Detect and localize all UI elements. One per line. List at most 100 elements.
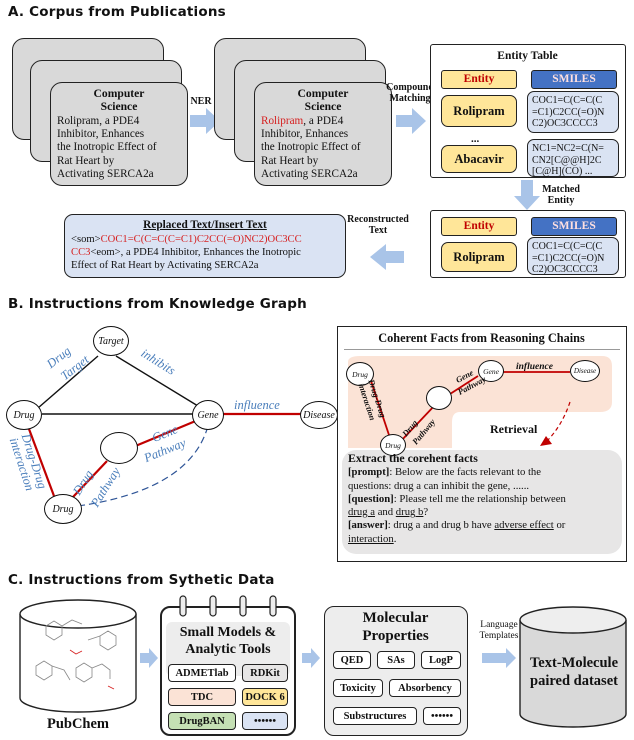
graph-node-drug-2: Drug xyxy=(44,494,82,524)
language-templates-label: Language Templates xyxy=(476,620,522,642)
prompt-line: [prompt]: Below are the facts relevant t… xyxy=(348,466,618,479)
card-heading: Science xyxy=(304,100,342,113)
reasoning-chain-region xyxy=(342,356,622,554)
card-line: Rat Heart by xyxy=(261,154,319,167)
clipboard-rings xyxy=(179,595,277,617)
replaced-text-box: Replaced Text/Insert Text <som>COC1=C(C=… xyxy=(64,214,346,278)
drug-a: drug a xyxy=(348,506,376,519)
inserted-smiles: COC1=C(C=C(C=C1)C2CC(=O)NC2)OC3CC xyxy=(100,234,302,245)
graph-node-target: Target xyxy=(93,326,129,356)
matching-label-line: Matching xyxy=(389,93,431,104)
entity-label-line: Entity xyxy=(547,195,575,206)
question-text: : Please tell me the relationship betwee… xyxy=(393,492,566,505)
card-line: Rolipram, a PDE4 xyxy=(57,115,140,127)
properties-panel: Molecular Properties QED SAs LogP Toxici… xyxy=(324,606,468,736)
smiles-line: [C@H](CO) ... xyxy=(532,166,593,177)
question-and: and xyxy=(375,506,396,519)
flow-arrow xyxy=(482,648,516,668)
prop-qed: QED xyxy=(333,651,371,669)
extract-title: Extract the corehent facts xyxy=(348,451,478,465)
prop-toxicity: Toxicity xyxy=(333,679,383,697)
retrieval-label: Retrieval xyxy=(490,422,538,436)
pubchem-label: PubChem xyxy=(46,716,110,732)
pubchem-cylinder xyxy=(19,599,137,713)
smiles-line: =C1)C2CC(=O)N xyxy=(532,252,605,264)
replaced-rest: , a PDE4 Inhibitor, Enhances the Inotrop… xyxy=(120,247,301,258)
card-heading: Science xyxy=(100,100,138,113)
mini-node-drug-2: Drug xyxy=(380,434,406,456)
compound-matching-arrow xyxy=(396,108,426,134)
answer-adverse: adverse effect xyxy=(494,519,554,532)
templates-label-line: Templates xyxy=(479,631,519,641)
smiles-line: =C1)C2CC(=O)N xyxy=(532,106,605,118)
entity-cell: Abacavir xyxy=(441,145,517,173)
replaced-line: Effect of Rat Heart by Activating SERCA2… xyxy=(71,260,259,271)
card-heading: Computer xyxy=(93,87,145,100)
section-b-title: B. Instructions from Knowledge Graph xyxy=(8,296,307,312)
prompt-text: : Below are the facts relevant to the xyxy=(389,466,542,479)
prop-sas: SAs xyxy=(377,651,415,669)
entity-column-header: Entity xyxy=(441,217,517,236)
reconstructed-text-label: Reconstructed Text xyxy=(338,214,418,236)
smiles-line: COC1=C(C=C(C xyxy=(532,95,603,106)
answer-text: : drug a and drug b have xyxy=(387,519,495,532)
text-label-line: Text xyxy=(368,225,388,236)
question-tag: [question] xyxy=(348,492,394,505)
smiles-column-header: SMILES xyxy=(531,70,617,89)
tools-title: Small Models & Analytic Tools xyxy=(162,624,294,658)
replaced-line: CC3<eom>, a PDE4 Inhibitor, Enhances the… xyxy=(71,246,339,259)
graph-node-gene: Gene xyxy=(192,400,224,430)
smiles-line: NC1=NC2=C(N= xyxy=(532,143,604,154)
card-line: the Inotropic Effect of xyxy=(261,141,361,154)
flow-arrow xyxy=(140,648,158,668)
matched-label-line: Matched xyxy=(542,184,580,195)
card-line: the Inotropic Effect of xyxy=(57,141,157,154)
smiles-cell: COC1=C(C=C(C =C1)C2CC(=O)N C2)OC3CCCC3 xyxy=(527,237,619,275)
dataset-label-line: paired dataset xyxy=(530,673,618,689)
table-ellipsis: ... xyxy=(471,133,480,145)
title-divider xyxy=(344,349,620,350)
som-token: <som> xyxy=(71,234,101,245)
card-line-rest: , a PDE4 xyxy=(303,115,344,127)
card-line: Inhibitor, Enhances xyxy=(57,128,145,141)
prompt-tag: [prompt] xyxy=(348,466,390,479)
question-line: drug a and drug b? xyxy=(348,506,618,519)
card-line: Activating SERCA2a xyxy=(261,167,358,180)
smiles-line: C2)OC3CCCC3 xyxy=(532,264,598,275)
properties-title-line: Properties xyxy=(362,628,429,644)
card-heading: Computer xyxy=(297,87,349,100)
drug-b: drug b xyxy=(395,506,424,519)
mini-label-influence: influence xyxy=(516,362,553,372)
compound-label-line: Compound xyxy=(386,82,434,93)
entity-cell: Rolipram xyxy=(441,242,517,272)
compound-matching-label: Compound Matching xyxy=(384,82,436,104)
extracted-facts: Extract the corehent facts [prompt]: Bel… xyxy=(348,451,618,546)
answer-tag: [answer] xyxy=(348,519,388,532)
eom-token: <eom> xyxy=(90,247,121,258)
replaced-text-title: Replaced Text/Insert Text xyxy=(143,219,267,231)
card-line: Inhibitor, Enhances xyxy=(261,128,349,141)
tool-more: •••••• xyxy=(242,712,288,730)
card-line: Rolipram, a PDE4 xyxy=(261,115,385,128)
smiles-line: COC1=C(C=C(C xyxy=(532,241,603,252)
tool-drugban: DrugBAN xyxy=(168,712,236,730)
question-end: ? xyxy=(423,506,429,519)
ner-label: NER xyxy=(190,96,212,107)
mini-node-drug: Drug xyxy=(346,362,374,386)
language-label-line: Language xyxy=(480,620,518,630)
section-c-title: C. Instructions from Sythetic Data xyxy=(8,572,275,588)
answer-dot: . xyxy=(393,532,397,545)
knowledge-graph-edges xyxy=(24,355,302,507)
tool-dock6: DOCK 6 xyxy=(242,688,288,706)
dataset-cylinder xyxy=(519,606,627,728)
entity-table: Entity Table Entity SMILES Rolipram COC1… xyxy=(430,44,626,178)
flow-arrow xyxy=(302,648,320,668)
smiles-line: CN2[C@@H]2C xyxy=(532,154,602,166)
inserted-smiles: CC3 xyxy=(71,247,91,258)
matched-table: Entity SMILES Rolipram COC1=C(C=C(C =C1)… xyxy=(430,210,626,278)
card-line: Activating SERCA2a xyxy=(57,167,154,180)
reconstructed-label-line: Reconstructed xyxy=(347,214,409,225)
tool-admetlab: ADMETlab xyxy=(168,664,236,682)
